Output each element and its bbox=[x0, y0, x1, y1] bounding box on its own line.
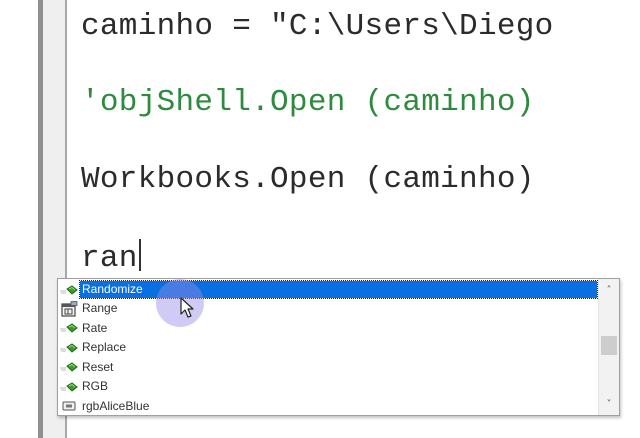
margin-divider bbox=[38, 0, 43, 438]
autocomplete-item-reset[interactable]: Reset bbox=[58, 358, 598, 377]
scroll-down-button[interactable]: ˅ bbox=[599, 395, 619, 413]
class-icon bbox=[58, 300, 80, 317]
chevron-up-icon: ˄ bbox=[606, 284, 612, 296]
autocomplete-item-label: RGB bbox=[82, 379, 109, 393]
autocomplete-list: Randomize Range Rate Replace bbox=[58, 279, 598, 415]
autocomplete-item-rgbaliceblue[interactable]: rgbAliceBlue bbox=[58, 397, 598, 416]
autocomplete-scrollbar[interactable]: ˄ ˅ bbox=[598, 279, 619, 415]
mouse-pointer-icon bbox=[180, 297, 194, 318]
chevron-down-icon: ˅ bbox=[606, 398, 612, 410]
mouse-click-highlight bbox=[156, 279, 204, 327]
autocomplete-item-randomize[interactable]: Randomize bbox=[58, 280, 598, 299]
autocomplete-item-rate[interactable]: Rate bbox=[58, 319, 598, 338]
method-icon bbox=[58, 379, 80, 395]
constant-icon bbox=[58, 398, 80, 414]
autocomplete-item-label: Range bbox=[82, 301, 118, 315]
method-icon bbox=[58, 282, 80, 298]
autocomplete-item-label: Reset bbox=[82, 359, 114, 374]
autocomplete-item-label: Randomize bbox=[79, 280, 598, 299]
autocomplete-popup: Randomize Range Rate Replace bbox=[57, 278, 620, 416]
method-icon bbox=[58, 359, 80, 375]
autocomplete-item-rgb[interactable]: RGB bbox=[58, 377, 598, 396]
autocomplete-item-label: Rate bbox=[82, 320, 108, 335]
autocomplete-item-range[interactable]: Range bbox=[58, 299, 598, 318]
autocomplete-item-replace[interactable]: Replace bbox=[58, 338, 598, 357]
text-caret bbox=[138, 239, 141, 271]
left-margin bbox=[0, 0, 38, 438]
typed-text: ran bbox=[81, 241, 138, 276]
autocomplete-item-label: rgbAliceBlue bbox=[82, 398, 150, 413]
scroll-up-button[interactable]: ˄ bbox=[599, 281, 619, 299]
autocomplete-item-label: Replace bbox=[82, 340, 127, 354]
code-line-current[interactable]: ran bbox=[81, 239, 141, 277]
code-line[interactable]: caminho = "C:\Users\Diego bbox=[81, 9, 554, 44]
scroll-thumb[interactable] bbox=[601, 336, 617, 355]
code-line[interactable]: Workbooks.Open (caminho) bbox=[81, 162, 535, 197]
code-line-comment[interactable]: 'objShell.Open (caminho) bbox=[81, 85, 535, 120]
margin-border bbox=[65, 0, 67, 438]
method-icon bbox=[58, 320, 80, 336]
method-icon bbox=[58, 340, 80, 356]
